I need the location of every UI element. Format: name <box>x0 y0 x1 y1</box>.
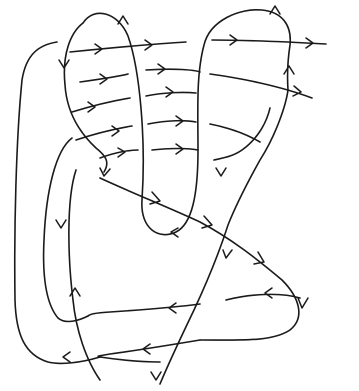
lower-left-tail <box>100 357 160 362</box>
arrow-left-icon <box>169 303 176 313</box>
rung-2-right <box>146 69 200 72</box>
arrow-down-icon <box>223 250 232 258</box>
diagonal-band <box>100 178 299 340</box>
rung-4-right <box>148 121 196 124</box>
arrow-left-icon <box>265 288 272 298</box>
bottom-strand-base <box>226 294 300 300</box>
rung-1 <box>70 42 186 52</box>
inner-left-strand <box>44 138 88 322</box>
inner-left-strand-2 <box>69 170 100 380</box>
arrow-group <box>56 6 313 380</box>
tall-lobe-left <box>64 23 106 172</box>
strand-group <box>15 10 326 384</box>
arrow-down-icon <box>56 220 66 228</box>
arrow-diagonal-icon <box>150 192 160 204</box>
rung-4 <box>76 126 132 140</box>
arrow-right-icon <box>112 126 119 136</box>
arrow-down-icon <box>216 168 226 176</box>
arrow-down-icon <box>151 372 161 380</box>
arrow-up-icon <box>118 16 128 24</box>
outer-left-strand <box>15 42 100 363</box>
arrow-left-icon <box>63 352 70 362</box>
rung-4-far <box>210 124 260 142</box>
bottom-strand-upper <box>88 304 200 316</box>
rung-3 <box>72 98 130 112</box>
bottom-strand-lower <box>98 340 200 357</box>
arrow-down-icon <box>298 298 308 308</box>
rung-5-right <box>152 149 198 151</box>
arrow-up-icon <box>284 66 294 74</box>
arrow-diagonal-icon <box>202 216 212 228</box>
tall-lobe-top <box>83 10 290 235</box>
